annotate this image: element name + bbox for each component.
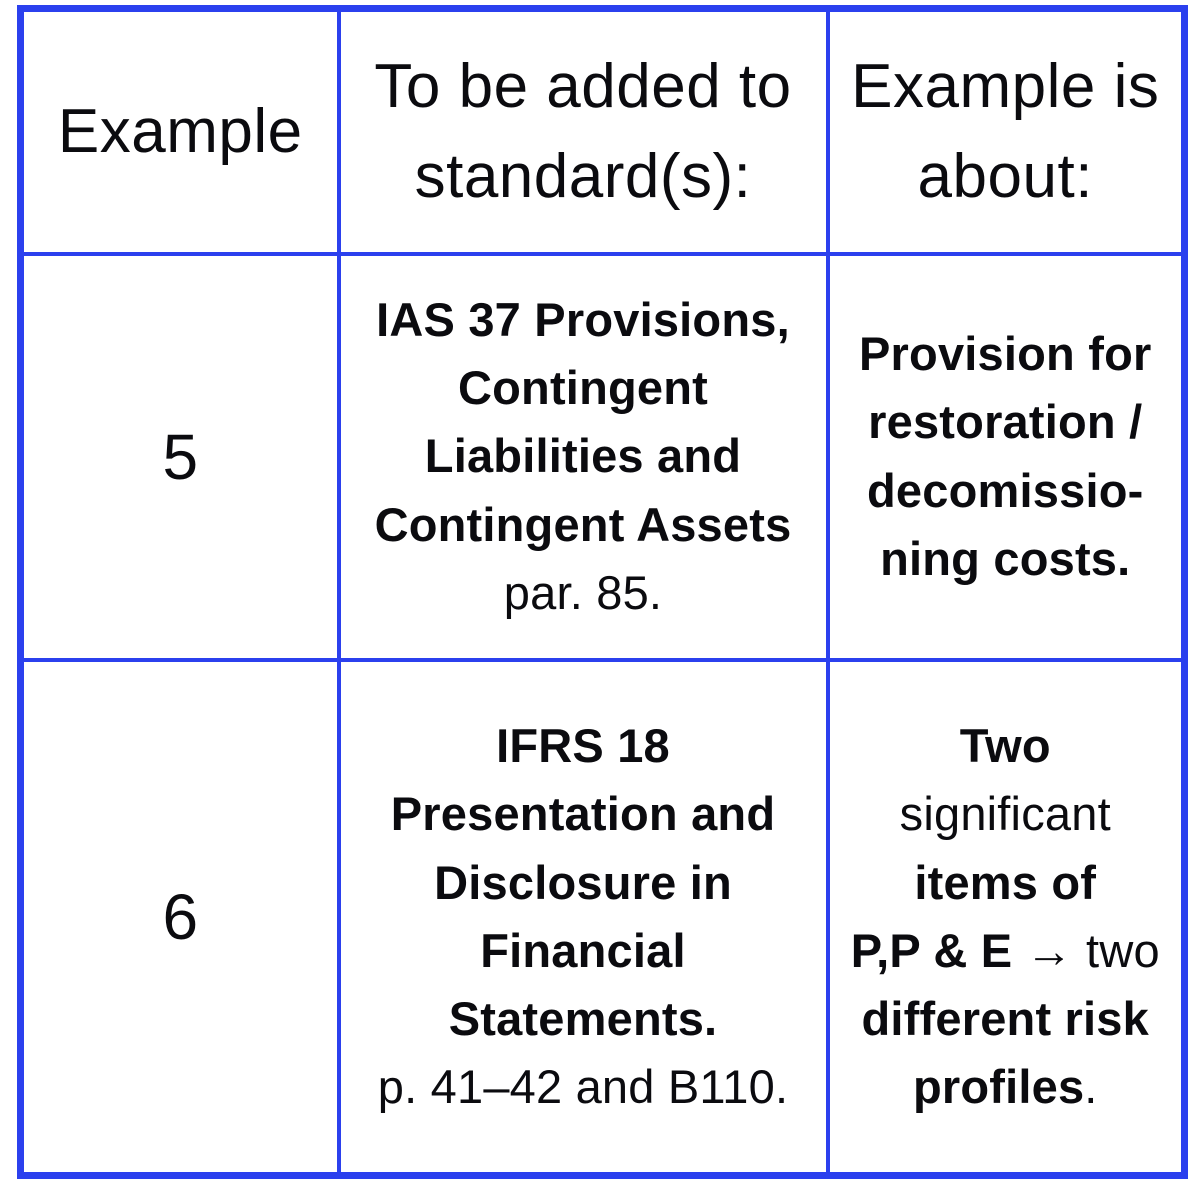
about-line: decomissio- (867, 463, 1144, 517)
standard-cell-example-6: IFRS 18 Presentation and Disclosure in F… (336, 657, 830, 1178)
header-cell-standards: To be added to standard(s): (336, 6, 830, 256)
about-line: different risk (861, 991, 1149, 1045)
header-cell-example: Example (18, 6, 341, 256)
about-line-regular-segment: . (1084, 1060, 1098, 1114)
header-cell-about: Example is about: (825, 6, 1187, 256)
about-line: significant (899, 787, 1111, 841)
about-line-regular-segment: → two (1012, 923, 1160, 977)
about-line-bold-segment: P,P & E (850, 923, 1013, 977)
header-example-label: Example (57, 96, 303, 166)
example-number-cell: 5 (18, 251, 341, 662)
standard-title-line: Liabilities and (424, 429, 742, 483)
header-standards-line: To be added to (374, 51, 792, 121)
table-row-example-5: 5 IAS 37 Provisions, Contingent Liabilit… (18, 251, 1187, 662)
standard-title-line: Contingent (458, 361, 708, 415)
header-about-line: about: (917, 141, 1093, 211)
about-cell-example-6: Two significant items of P,P & E → two d… (825, 657, 1187, 1178)
about-line-bold-segment: profiles (912, 1060, 1085, 1114)
standard-title-line: IAS 37 Provisions, (376, 293, 790, 347)
standard-title-line: Disclosure in (434, 855, 732, 909)
about-cell-example-5: Provision for restoration / decomissio- … (825, 251, 1187, 662)
about-line: restoration / (868, 395, 1143, 449)
standard-reference: par. 85. (503, 565, 663, 619)
standard-title-line: Presentation and (390, 787, 776, 841)
about-line: profiles. (840, 1053, 1172, 1121)
standard-cell-example-5: IAS 37 Provisions, Contingent Liabilitie… (336, 251, 830, 662)
example-number-cell: 6 (18, 657, 341, 1178)
standard-reference: p. 41–42 and B110. (377, 1060, 789, 1114)
table-row-example-6: 6 IFRS 18 Presentation and Disclosure in… (18, 657, 1187, 1178)
header-row: Example To be added to standard(s): Exam… (18, 6, 1187, 256)
example-number: 5 (162, 420, 199, 493)
standard-title-line: Financial (480, 923, 686, 977)
standard-title-line: Contingent Assets (374, 497, 792, 551)
about-line: Provision for (859, 327, 1152, 381)
example-number: 6 (162, 880, 199, 953)
about-line: P,P & E → two (840, 917, 1172, 985)
standard-title-line: Statements. (448, 991, 718, 1045)
about-line: Two (959, 719, 1051, 773)
standard-title-line: IFRS 18 (496, 719, 670, 773)
header-standards-line: standard(s): (414, 141, 752, 211)
about-line: ning costs. (880, 531, 1131, 585)
header-about-line: Example is (851, 51, 1160, 121)
examples-table: Example To be added to standard(s): Exam… (17, 5, 1188, 1179)
about-line: items of (914, 855, 1097, 909)
